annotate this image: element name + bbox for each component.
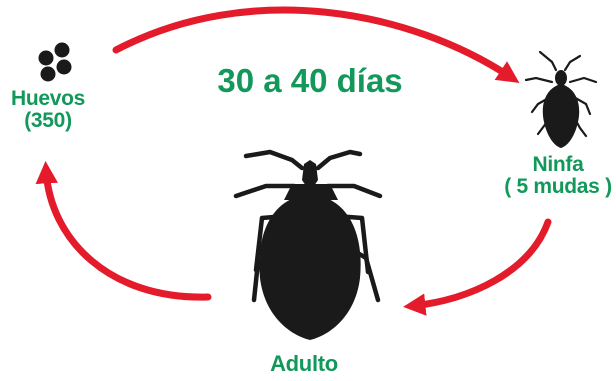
nymph-label: Ninfa ( 5 mudas ) [500,153,616,199]
eggs-count: (350) [24,109,72,133]
cycle-duration-label: 30 a 40 días [217,62,403,99]
adult-bug-icon [233,149,383,340]
eggs-label: Huevos (350) [0,87,96,133]
adult-label: Adulto [250,352,358,375]
eggs-name: Huevos [10,87,86,110]
nymph-bug-icon [524,50,598,148]
arrow-nymph-to-adult [403,218,552,316]
nymph-name: Ninfa [532,153,584,176]
eggs-icon [38,42,72,82]
adult-name: Adulto [270,351,338,376]
arrow-eggs-to-nymph [112,6,520,83]
nymph-molts: ( 5 mudas ) [504,175,612,199]
arrow-adult-to-eggs [35,161,212,301]
